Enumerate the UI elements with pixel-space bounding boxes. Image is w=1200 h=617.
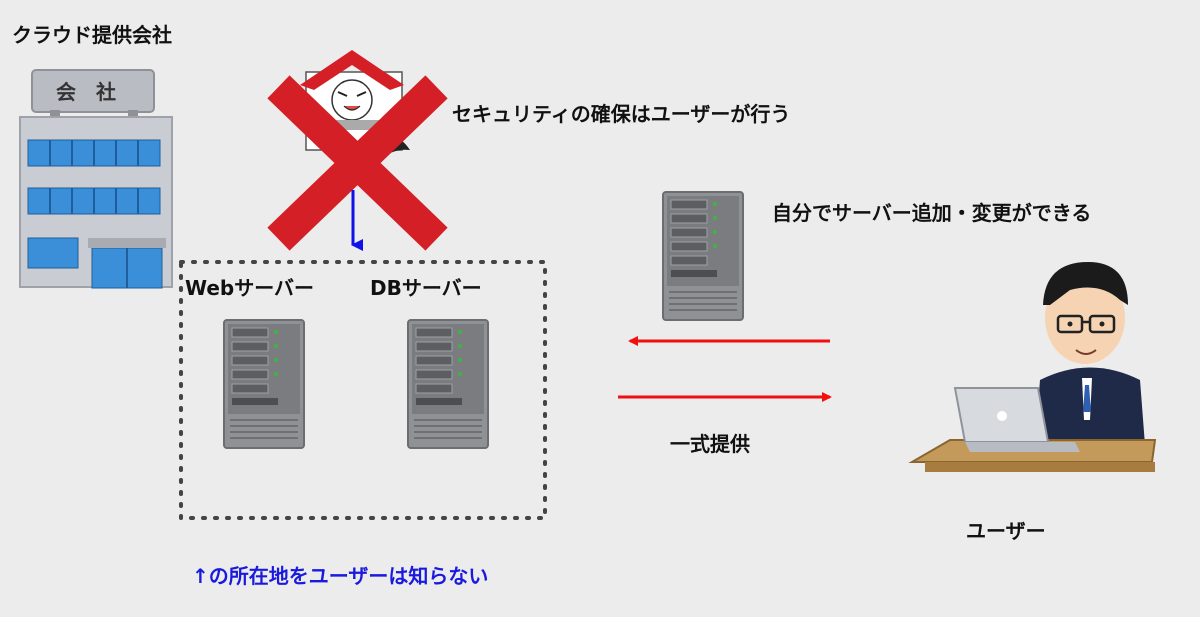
self-service-label: 自分でサーバー追加・変更ができる: [772, 201, 1092, 225]
db-server-label: DBサーバー: [370, 276, 482, 300]
cloud-provider-label: クラウド提供会社: [12, 23, 172, 47]
db-server-icon: [407, 319, 489, 449]
user-label: ユーザー: [966, 519, 1046, 543]
web-server-label: Webサーバー: [185, 276, 315, 300]
location-note-label: ↑の所在地をユーザーは知らない: [192, 564, 489, 588]
security-note-label: セキュリティの確保はユーザーが行う: [452, 102, 791, 126]
full-provision-label: 一式提供: [670, 432, 750, 456]
office-building-icon: [19, 69, 173, 289]
server-group-boundary: [179, 260, 547, 520]
web-server-icon: [223, 319, 305, 449]
building-sign-label: 会 社: [56, 80, 116, 104]
red-cross-icon: [267, 75, 448, 251]
businessman-at-laptop-icon: [908, 262, 1157, 472]
added-server-icon: [662, 191, 744, 321]
